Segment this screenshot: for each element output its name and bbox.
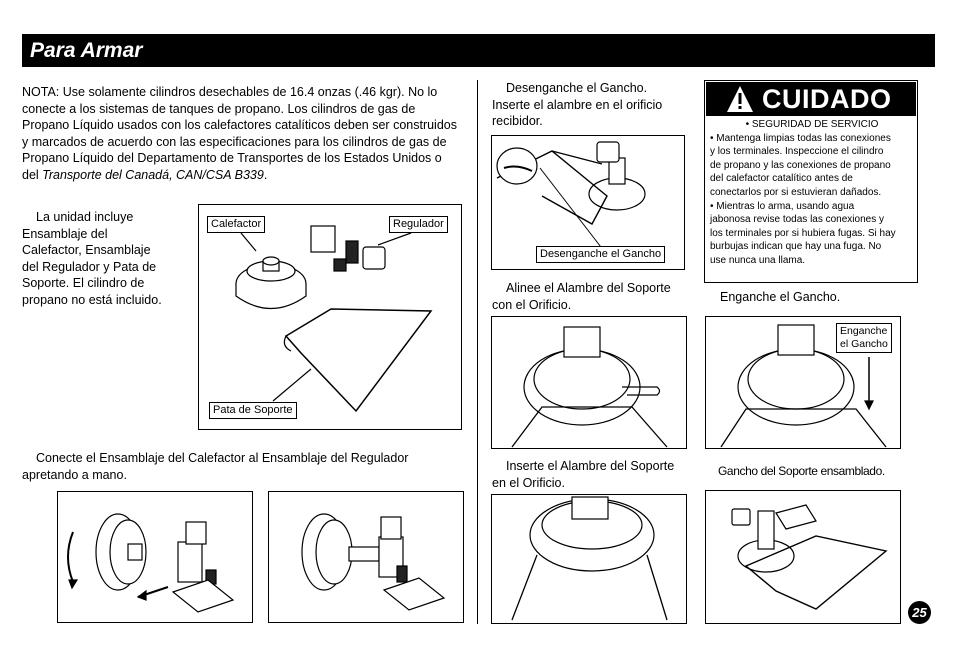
unit-includes-text: La unidad incluye Ensamblaje del Calefac…	[22, 210, 162, 307]
insert-diagram	[491, 494, 687, 624]
align-text: Alinee el Alambre del Soporte con el Ori…	[492, 281, 671, 312]
unhook-label: Desenganche el Gancho	[536, 246, 666, 263]
caution-title: CUIDADO	[762, 84, 892, 114]
connect-illustration-2	[301, 513, 446, 611]
hook-illustration	[720, 324, 887, 448]
connect-illustration-1	[67, 513, 235, 613]
assembled-illustration	[731, 504, 888, 610]
insert-illustration	[511, 496, 668, 621]
caution-title-bar: CUIDADO	[706, 82, 916, 116]
unhook-text: Desenganche el Gancho. Inserte el alambr…	[492, 81, 663, 128]
leg-label: Pata de Soporte	[209, 402, 297, 419]
heater-label: Calefactor	[207, 216, 266, 233]
note-paragraph: NOTA: Use solamente cilindros desechable…	[22, 84, 472, 183]
unhook-illustration	[496, 141, 646, 252]
connect-step-diagram	[57, 491, 253, 623]
note-line-last: del Transporte del Canadá, CAN/CSA B339.	[22, 167, 268, 182]
align-diagram	[491, 316, 687, 449]
caution-box: CUIDADO • SEGURIDAD DE SERVICIO • Manten…	[704, 80, 918, 283]
regulator-label: Regulador	[389, 216, 448, 233]
unhook-diagram: Desenganche el Gancho	[491, 135, 685, 270]
note-line: Propano Líquido usados con los calefacto…	[22, 118, 457, 132]
hook-text: Enganche el Gancho.	[720, 290, 841, 304]
note-line: y marcados de acuerdo con las especifica…	[22, 134, 447, 149]
note-line: conecte a los sistemas de tanques de pro…	[22, 101, 416, 116]
hook-diagram: Enganche el Gancho	[705, 316, 901, 449]
note-line: NOTA: Use solamente cilindros desechable…	[22, 85, 438, 99]
align-illustration	[511, 326, 668, 448]
assembled-diagram	[705, 490, 901, 624]
connect-text: Conecte el Ensamblaje del Calefactor al …	[22, 451, 409, 482]
connect-complete-diagram	[268, 491, 464, 623]
note-line: Propano Líquido del Departamento de Tran…	[22, 151, 442, 165]
page-title: Para Armar	[30, 39, 143, 62]
assembled-text: Gancho del Soporte ensamblado.	[718, 464, 885, 478]
parts-illustration	[235, 225, 433, 413]
hook-label: Enganche el Gancho	[836, 323, 892, 353]
parts-diagram: Calefactor Regulador Pata de Soporte	[198, 204, 462, 430]
caution-body: • SEGURIDAD DE SERVICIO • Mantenga limpi…	[710, 119, 896, 266]
warning-icon	[727, 86, 753, 112]
column-divider	[477, 80, 479, 624]
insert-text: Inserte el Alambre del Soporte en el Ori…	[492, 459, 675, 490]
page-header: Para Armar	[22, 34, 935, 67]
page-number: 25	[908, 601, 931, 624]
